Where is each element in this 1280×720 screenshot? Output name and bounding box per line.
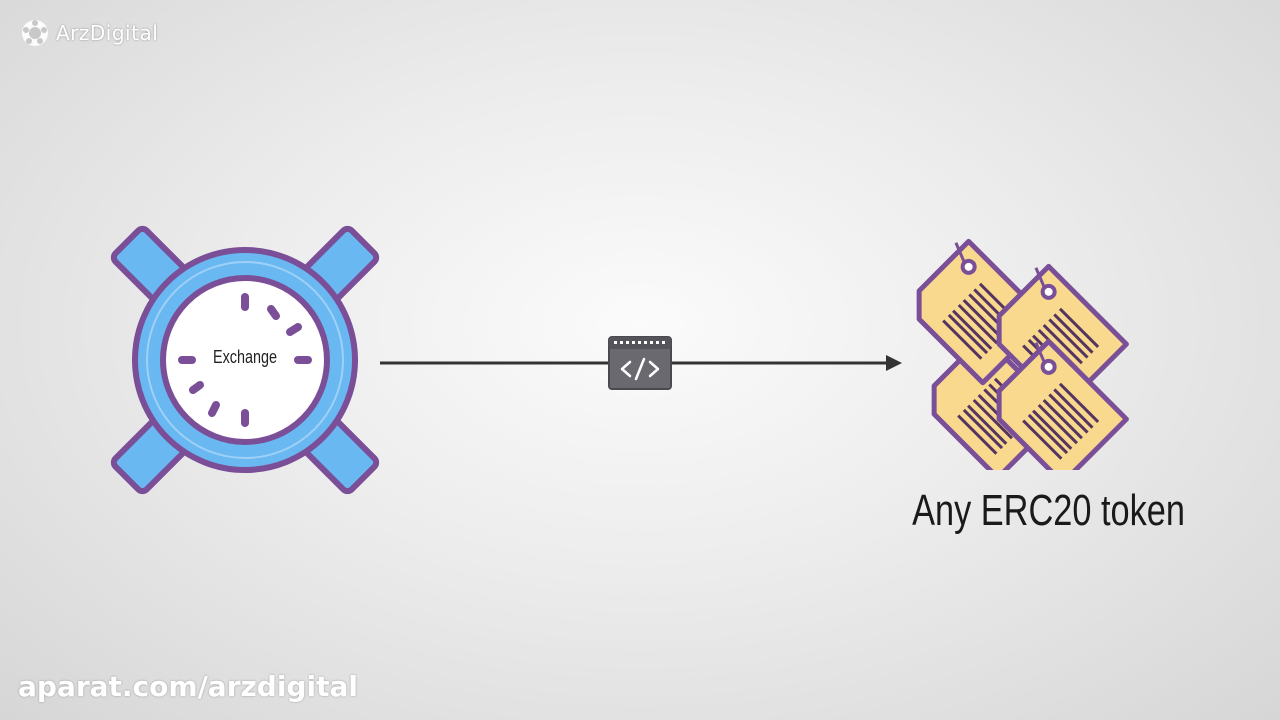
arzdigital-logo-icon: [22, 20, 48, 46]
aparat-watermark: aparat.com/arzdigital: [18, 670, 358, 703]
erc20-token-label: Any ERC20 token: [912, 486, 1185, 535]
token-tags-icon: [895, 225, 1135, 470]
brand-logo: ArzDigital: [20, 18, 158, 48]
logo-text: ArzDigital: [56, 21, 159, 45]
exchange-ring-icon: [110, 225, 380, 495]
exchange-label: Exchange: [212, 347, 278, 367]
code-window-icon: [608, 336, 672, 390]
